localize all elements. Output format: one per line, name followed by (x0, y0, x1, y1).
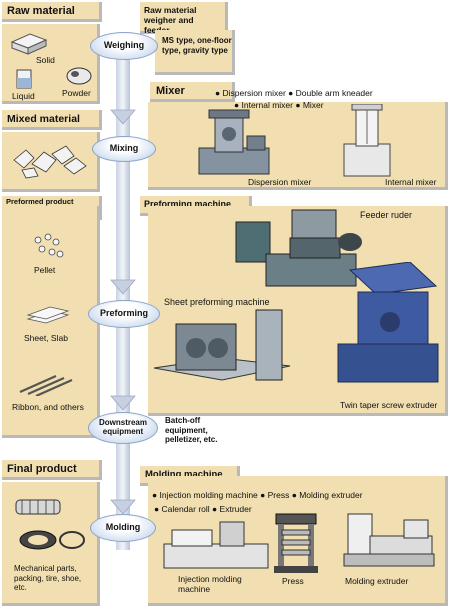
sheet-preforming-image (153, 309, 291, 381)
molding-types-line2: ● Calendar roll ● Extruder (154, 504, 252, 514)
raw-material-tab: Raw material (2, 2, 102, 22)
stage-molding: Molding (90, 514, 156, 542)
stage-preforming: Preforming (88, 300, 160, 328)
molding-extruder-image (343, 513, 435, 567)
twin-screw-extruder-image (337, 262, 439, 383)
twin-screw-label: Twin taper screw extruder (340, 400, 438, 410)
mechanical-parts-icon (15, 499, 85, 550)
stage-weighing: Weighing (90, 32, 158, 60)
raw-solid-label: Solid (36, 55, 55, 65)
internal-mixer-label: Internal mixer (385, 177, 437, 187)
sheet-slab-icon (26, 306, 70, 324)
raw-powder-label: Powder (62, 88, 91, 98)
mixer-types-line2: ● Internal mixer ● Mixer (234, 100, 324, 110)
press-image (274, 513, 318, 573)
press-label: Press (282, 576, 304, 586)
arrow-down-icon (110, 499, 136, 515)
stage-mixing: Mixing (92, 136, 156, 162)
arrow-down-icon (110, 109, 136, 125)
feeder-panel (155, 30, 235, 75)
feeder-types: MS type, one-floor type, gravity type (162, 36, 232, 55)
molding-extruder-label: Molding extruder (345, 576, 409, 586)
final-product-items: Mechanical parts, packing, tire, shoe, e… (14, 564, 82, 593)
raw-liquid-label: Liquid (12, 91, 35, 101)
sheet-preforming-label: Sheet preforming machine (164, 297, 270, 307)
ribbon-label: Ribbon, and others (12, 402, 84, 412)
pellet-label: Pellet (34, 265, 56, 275)
ribbon-icon (19, 374, 73, 396)
mixer-types-line1: ● Dispersion mixer ● Double arm kneader (215, 88, 373, 98)
sheet-slab-label: Sheet, Slab (24, 333, 68, 343)
feeder-ruder-label: Feeder ruder (360, 210, 413, 220)
mixed-material-tab: Mixed material (2, 110, 102, 130)
arrow-down-icon (110, 395, 136, 411)
injection-molding-label: Injection molding machine (178, 574, 242, 594)
injection-molding-image (163, 521, 269, 569)
final-product-tab: Final product (2, 460, 102, 480)
stage-downstream: Downstream equipment (88, 412, 158, 444)
mixed-crumbs-icon (13, 145, 87, 179)
solid-blocks-icon (10, 33, 48, 55)
pellet-icon (34, 233, 64, 258)
dispersion-mixer-image (198, 109, 270, 175)
mixer-panel (148, 102, 448, 190)
raw-material-panel (2, 24, 100, 104)
arrow-down-icon (110, 279, 136, 295)
batch-off-text: Batch-off equipment, pelletizer, etc. (165, 416, 218, 445)
liquid-beaker-icon (16, 69, 32, 89)
mixer-tab: Mixer (150, 82, 235, 102)
feeder-ruder-image (235, 209, 362, 287)
powder-icon (66, 67, 92, 85)
molding-types-line1: ● Injection molding machine ● Press ● Mo… (152, 490, 363, 500)
flow-arrows (110, 109, 136, 515)
dispersion-mixer-label: Dispersion mixer (248, 177, 312, 187)
internal-mixer-image (343, 104, 391, 177)
